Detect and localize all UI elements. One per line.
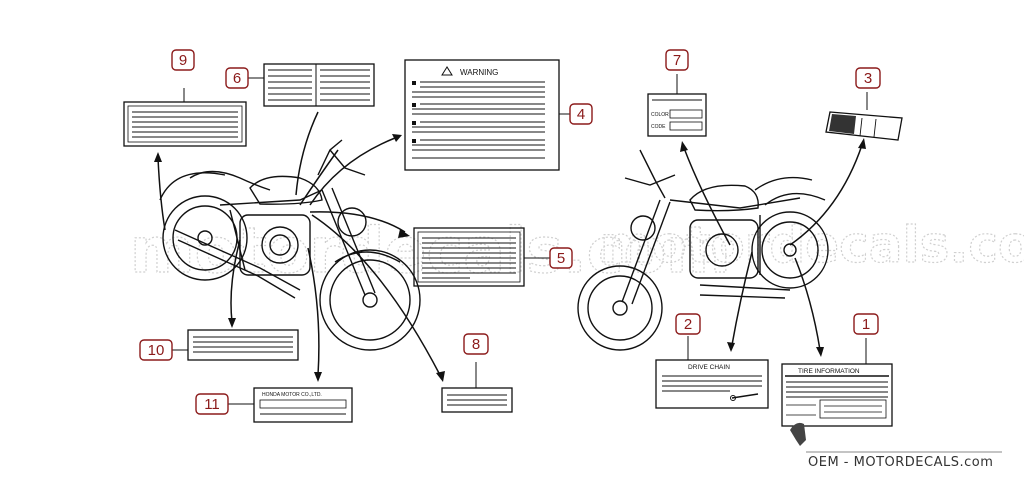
svg-text:3: 3 bbox=[864, 70, 872, 87]
warning-title: WARNING bbox=[460, 68, 498, 77]
helmet-logo-icon bbox=[790, 422, 806, 446]
arrow-1 bbox=[794, 257, 821, 351]
callout-11: 11 bbox=[195, 393, 229, 415]
arrow-7 bbox=[683, 147, 731, 246]
decal-10 bbox=[187, 329, 299, 361]
arrow-8 bbox=[311, 214, 441, 376]
drive-chain-title: DRIVE CHAIN bbox=[688, 364, 730, 371]
svg-text:6: 6 bbox=[233, 70, 241, 87]
callout-8: 8 bbox=[463, 333, 489, 355]
callout-5: 5 bbox=[549, 247, 573, 269]
callout-2: 2 bbox=[675, 313, 701, 335]
decal-4-warning: WARNING bbox=[404, 59, 560, 171]
svg-text:motordecals.com: motordecals.com bbox=[600, 216, 1024, 274]
callout-6: 6 bbox=[225, 67, 249, 89]
decal-11: HONDA MOTOR CO.,LTD. bbox=[253, 387, 353, 423]
decal-2-drive-chain: DRIVE CHAIN bbox=[655, 359, 769, 409]
arrowhead-10 bbox=[228, 318, 236, 328]
decal-5 bbox=[413, 227, 525, 287]
arrowhead-5 bbox=[398, 229, 410, 238]
decal-6 bbox=[263, 63, 375, 107]
left-motorcycle-drawing bbox=[159, 139, 421, 351]
arrow-5 bbox=[309, 211, 406, 233]
arrow-3 bbox=[789, 144, 863, 246]
tire-information-title: TIRE INFORMATION bbox=[798, 368, 860, 375]
decal-3 bbox=[825, 111, 903, 141]
arrowhead-9 bbox=[154, 152, 162, 162]
callout-9: 9 bbox=[171, 49, 195, 71]
arrowhead-4 bbox=[392, 134, 402, 142]
right-motorcycle-drawing bbox=[577, 149, 829, 351]
arrow-9 bbox=[157, 157, 166, 231]
arrowhead-7 bbox=[680, 141, 688, 152]
arrowhead-1 bbox=[816, 347, 824, 357]
decal-1-tire-information: TIRE INFORMATION bbox=[781, 363, 893, 427]
callout-7: 7 bbox=[665, 49, 689, 71]
site-watermark: OEM - MOTORDECALS.com bbox=[790, 422, 1002, 470]
code-text: CODE bbox=[651, 124, 666, 130]
svg-text:11: 11 bbox=[204, 396, 220, 413]
decal-8 bbox=[441, 387, 513, 413]
arrowhead-8 bbox=[436, 371, 445, 382]
svg-text:10: 10 bbox=[148, 342, 165, 359]
color-text: COLOR bbox=[651, 112, 669, 118]
arrow-10 bbox=[230, 239, 241, 323]
decal-9 bbox=[123, 101, 247, 147]
svg-text:9: 9 bbox=[179, 52, 187, 69]
callout-1: 1 bbox=[853, 313, 879, 335]
svg-text:7: 7 bbox=[673, 52, 681, 69]
background-watermark: motordecals.com motordecals.com bbox=[129, 213, 1024, 287]
callout-4: 4 bbox=[569, 103, 593, 125]
arrow-2 bbox=[731, 251, 753, 346]
svg-text:5: 5 bbox=[557, 250, 565, 267]
arrow-6 bbox=[295, 111, 319, 196]
svg-text:2: 2 bbox=[684, 316, 692, 333]
watermark-text: OEM - MOTORDECALS.com bbox=[808, 455, 993, 470]
callout-10: 10 bbox=[139, 339, 173, 361]
arrow-4 bbox=[309, 137, 396, 206]
arrow-4b bbox=[299, 149, 339, 206]
arrowhead-2 bbox=[727, 342, 735, 352]
decal-7-color-code: COLOR CODE bbox=[647, 93, 707, 137]
svg-text:1: 1 bbox=[862, 316, 870, 333]
arrow-11 bbox=[307, 247, 320, 376]
callout-3: 3 bbox=[855, 67, 881, 89]
svg-text:4: 4 bbox=[577, 106, 585, 123]
arrowhead-3 bbox=[858, 138, 866, 149]
arrowhead-11 bbox=[314, 372, 322, 382]
honda-motor-text: HONDA MOTOR CO.,LTD. bbox=[262, 392, 322, 398]
svg-text:8: 8 bbox=[472, 336, 480, 353]
